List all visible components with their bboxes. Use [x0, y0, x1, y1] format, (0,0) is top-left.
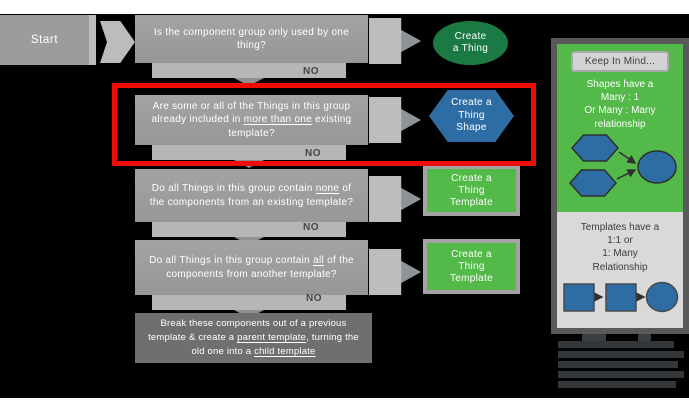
decision-text-3: Do all Things in this group contain none… — [149, 183, 354, 208]
illegible-text-line — [558, 371, 684, 378]
decision-text-4: Do all Things in this group contain all … — [149, 255, 354, 280]
final-instruction-box: Break these components out of a previous… — [135, 313, 372, 363]
shapes-relationship-diagram — [568, 134, 677, 197]
decision-box-2: Are some or all of the Things in this gr… — [135, 95, 368, 145]
down-arrow-icon-1 — [152, 63, 346, 78]
illegible-text-line — [558, 381, 676, 388]
square-shape — [605, 283, 637, 312]
connector-stub — [638, 334, 651, 342]
square-shape — [563, 283, 595, 312]
illegible-text-line — [558, 361, 678, 368]
down-arrow-icon-4 — [152, 295, 346, 310]
arrow-line — [616, 169, 637, 180]
illegible-text-line — [558, 351, 684, 358]
arrow-line — [618, 151, 637, 164]
decision-box-4: Do all Things in this group contain all … — [135, 240, 368, 295]
down-arrow-icon-2 — [152, 145, 346, 160]
down-arrow-icon-3 — [152, 222, 346, 237]
final-instruction-text: Break these components out of a previous… — [148, 318, 359, 357]
hexagon-shape — [568, 169, 618, 197]
circle-shape — [645, 281, 679, 312]
keep-in-mind-button[interactable]: Keep In Mind... — [571, 51, 669, 72]
no-label-1: NO — [303, 66, 319, 77]
decision-text-1: Is the component group only used by one … — [153, 26, 350, 51]
no-label-3: NO — [303, 222, 319, 233]
start-label: Start — [30, 34, 59, 46]
highlight-red-box — [112, 83, 536, 166]
no-label-2: NO — [305, 148, 321, 159]
illegible-text-block — [558, 341, 686, 391]
no-label-4: NO — [306, 293, 322, 304]
decision-text-2: Are some or all of the Things in this gr… — [151, 101, 352, 139]
hexagon-shape — [570, 134, 620, 162]
start-box: Start — [0, 15, 96, 65]
decision-box-1: Is the component group only used by one … — [135, 15, 368, 63]
decision-box-3: Do all Things in this group contain none… — [135, 169, 368, 222]
connector-stub — [582, 334, 606, 342]
circle-shape — [637, 150, 677, 184]
illegible-text-line — [558, 341, 674, 348]
templates-relationship-diagram — [563, 281, 679, 312]
